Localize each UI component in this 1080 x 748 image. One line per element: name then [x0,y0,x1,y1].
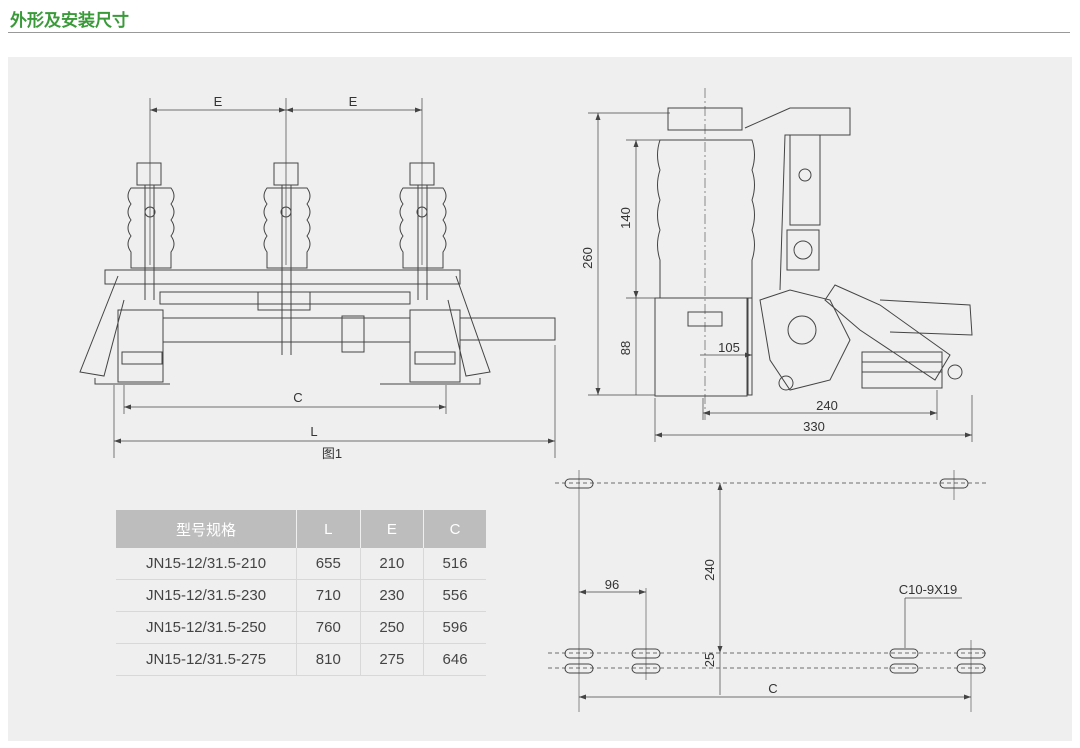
figure-caption: 图1 [322,446,342,461]
table-header-row: 型号规格 L E C [116,510,486,548]
table-row: JN15-12/31.5-275 810 275 646 [116,643,486,676]
dim-105: 105 [718,340,740,355]
cell-c: 556 [423,579,486,612]
col-header-l: L [296,510,361,548]
spec-table: 型号规格 L E C JN15-12/31.5-210 655 210 516 … [116,510,486,676]
col-header-c: C [423,510,486,548]
cell-e: 275 [360,643,425,676]
cell-e: 210 [360,548,425,580]
col-header-e: E [360,510,425,548]
dim-330: 330 [803,419,825,434]
dim-c-front: C [293,390,302,405]
insulator-3 [399,162,447,300]
cell-model: JN15-12/31.5-275 [116,643,297,676]
table-row: JN15-12/31.5-230 710 230 556 [116,579,486,612]
cell-model: JN15-12/31.5-230 [116,579,297,612]
cell-model: JN15-12/31.5-210 [116,548,297,580]
dim-88: 88 [618,341,633,355]
cell-l: 810 [296,643,361,676]
dim-240-mount: 240 [702,559,717,581]
hole-spec-label: C10-9X19 [899,582,958,597]
side-view: 260 140 88 105 [580,88,973,442]
section-title: 外形及安装尺寸 [10,11,129,31]
dim-e-right: E [349,94,358,109]
insulator-1 [127,162,175,300]
dim-240-side: 240 [816,398,838,413]
cell-l: 655 [296,548,361,580]
cell-l: 760 [296,611,361,644]
dim-l-front: L [310,424,317,439]
cell-model: JN15-12/31.5-250 [116,611,297,644]
dim-25: 25 [702,653,717,667]
cell-e: 230 [360,579,425,612]
front-view: E E [79,94,556,461]
dim-96: 96 [605,577,619,592]
cell-l: 710 [296,579,361,612]
cell-c: 646 [423,643,486,676]
col-header-model: 型号规格 [116,510,297,548]
dim-c-mount: C [768,681,777,696]
table-row: JN15-12/31.5-210 655 210 516 [116,548,486,580]
title-divider [8,32,1070,33]
table-row: JN15-12/31.5-250 760 250 596 [116,611,486,644]
dim-260: 260 [580,247,595,269]
cell-c: 516 [423,548,486,580]
mounting-view: 96 240 25 C C10-9X19 [548,470,988,712]
dim-e-left: E [214,94,223,109]
dim-140: 140 [618,207,633,229]
cell-c: 596 [423,611,486,644]
insulator-2 [263,162,311,355]
cell-e: 250 [360,611,425,644]
